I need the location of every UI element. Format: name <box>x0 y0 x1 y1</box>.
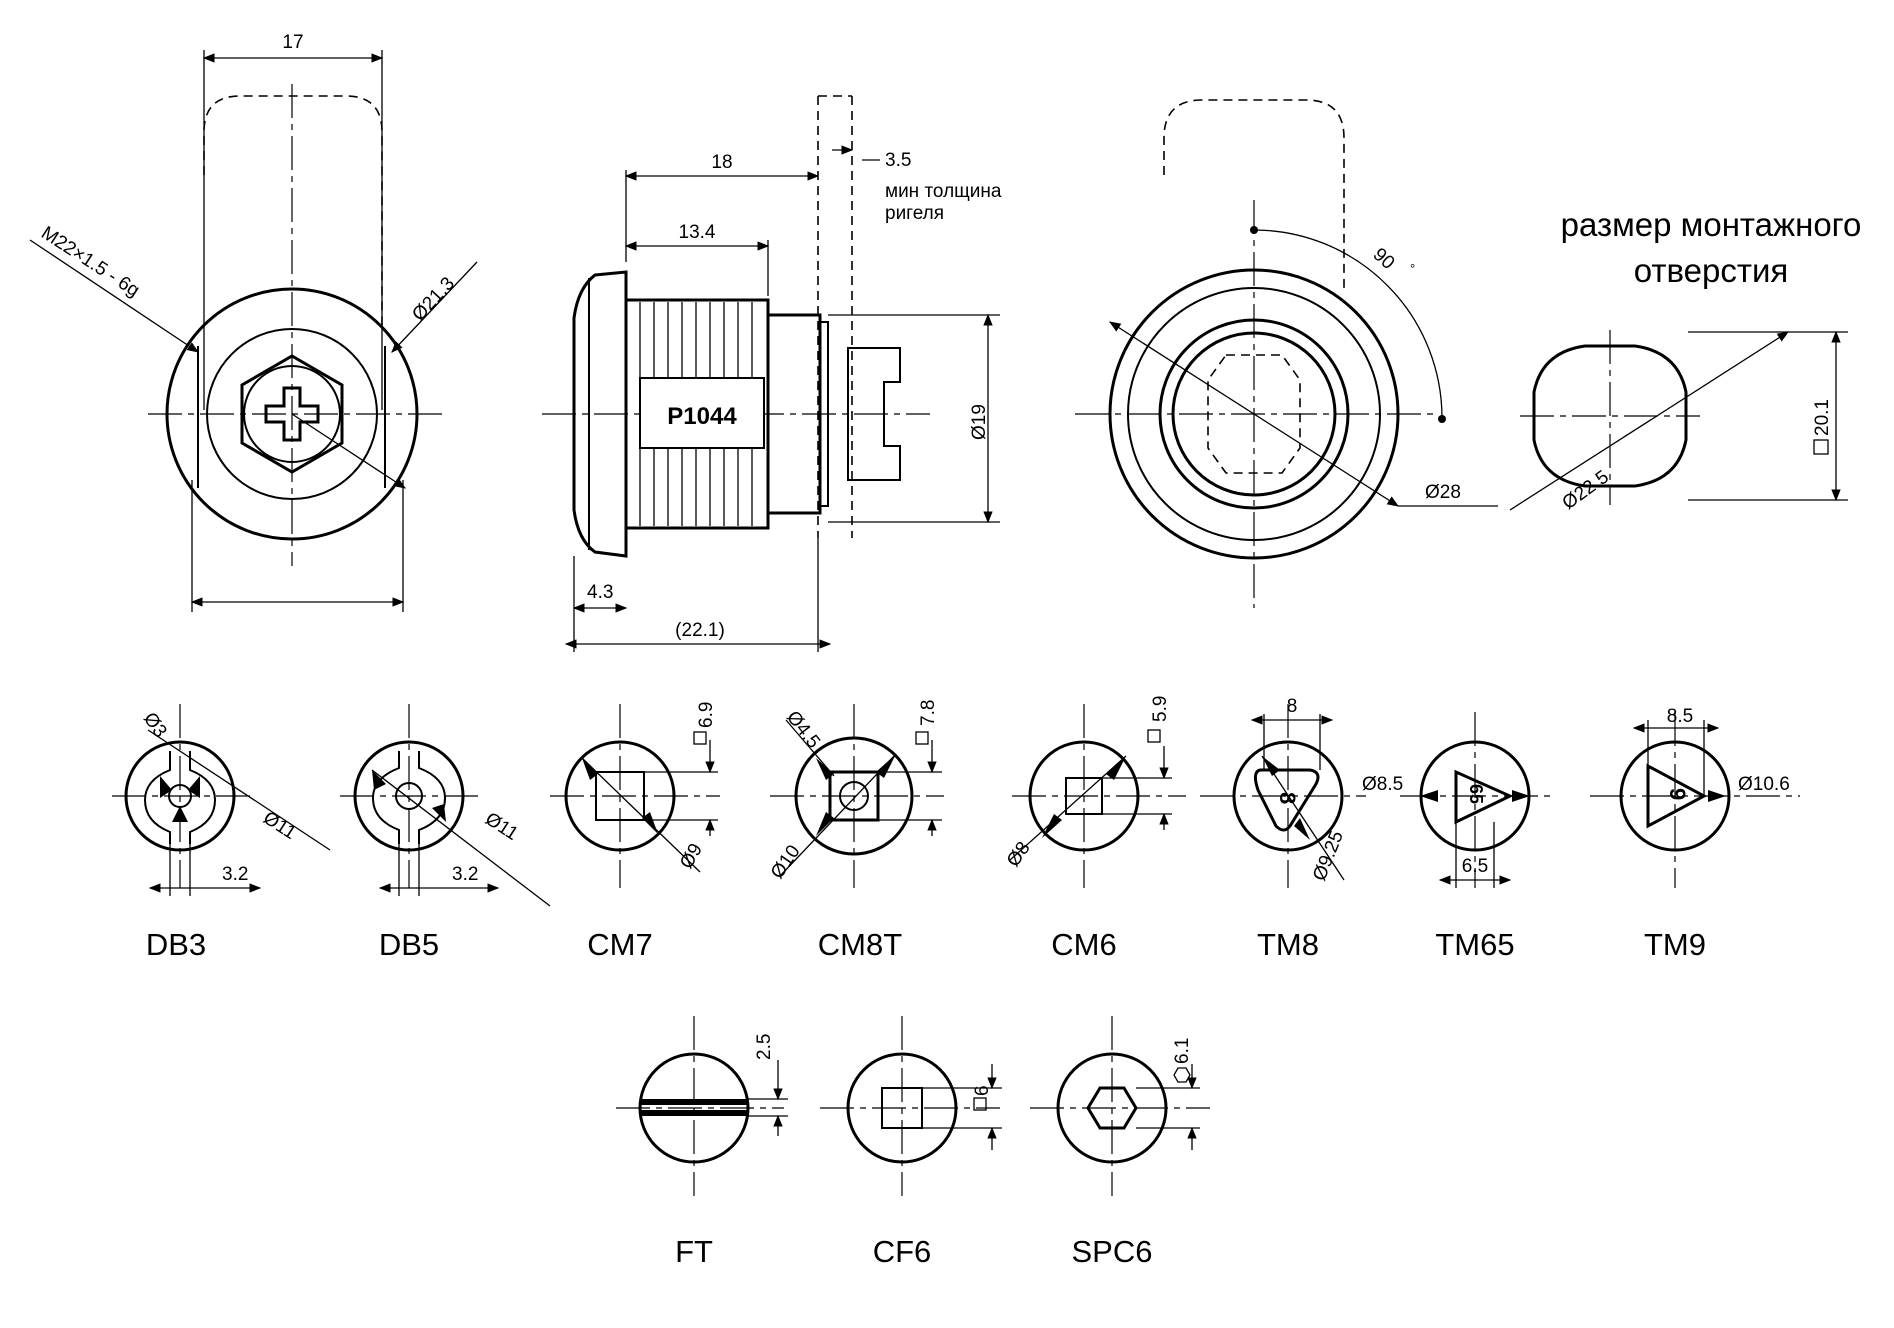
key-ft: 2.5 FT <box>616 1016 788 1269</box>
key-db3: Ø3 Ø11 3.2 DB3 <box>112 704 331 962</box>
label-db3: DB3 <box>146 927 206 962</box>
label-cm7: CM7 <box>587 927 652 962</box>
tm8-mark: 8 <box>1275 792 1300 804</box>
degree-mark: ° <box>1410 261 1415 276</box>
front-outer-circle <box>165 287 419 541</box>
flange <box>572 270 628 558</box>
dim-18-text: 18 <box>711 152 732 173</box>
label-ft: FT <box>675 1234 713 1269</box>
label-tm9: TM9 <box>1644 927 1706 962</box>
mounting-title-1: размер монтажного <box>1561 206 1862 243</box>
cm6-sq: 5.9 <box>1150 696 1171 722</box>
tm8-top: 8 <box>1287 696 1298 717</box>
cam-outline-hidden <box>203 95 383 330</box>
tm65-d: Ø8.5 <box>1362 774 1403 795</box>
label-cm6: CM6 <box>1051 927 1116 962</box>
front-view: 17 M22×1.5 - 6g Ø21.3 <box>29 32 478 612</box>
tm9-d: Ø10.6 <box>1738 774 1790 795</box>
front-bezel-circle <box>206 328 378 500</box>
db3-w: 3.2 <box>222 864 248 885</box>
key-tm9: 9 Ø10.6 8.5 TM9 <box>1590 706 1800 962</box>
label-tm8: TM8 <box>1257 927 1319 962</box>
dim-dia28 <box>1109 321 1399 507</box>
sq20-text: 20.1 <box>1812 399 1833 436</box>
key-cm7: Ø9 6.9 CM7 <box>550 702 720 962</box>
side-view: P1044 3.5 мин толщина ригеля 18 13.4 Ø19… <box>542 95 1002 652</box>
rear-view: 90 ° Ø28 <box>1075 99 1498 608</box>
db5-d2: Ø11 <box>481 809 521 845</box>
dia28-text: Ø28 <box>1425 482 1461 503</box>
cm8t-sq: 7.8 <box>918 700 939 726</box>
thread-leader <box>29 239 199 353</box>
db3-d1: Ø3 <box>139 709 171 742</box>
spc6-hex: 6.1 <box>1172 1038 1193 1064</box>
mounting-hole-shape <box>1532 344 1688 488</box>
cf6-sq: 6 <box>972 1085 993 1096</box>
tm9-mark: 9 <box>1665 788 1690 800</box>
hex-icon <box>1086 1086 1138 1130</box>
db3-d2: Ø11 <box>259 808 299 844</box>
note-line1: мин толщина <box>885 181 1002 202</box>
key-spc6: 6.1 SPC6 <box>1030 1016 1210 1269</box>
dim-13-4-text: 13.4 <box>679 222 716 243</box>
cm7-d: Ø9 <box>676 840 707 872</box>
tm65-bot: 6.5 <box>1462 856 1488 877</box>
ft-w: 2.5 <box>754 1034 775 1060</box>
angle-text: 90 <box>1369 244 1399 274</box>
note-line2: ригеля <box>885 203 944 224</box>
key-tm8: 8 Ø9.25 8 TM8 <box>1200 696 1366 962</box>
db5-w: 3.2 <box>452 864 478 885</box>
label-tm65: TM65 <box>1435 927 1514 962</box>
screw-circle <box>243 365 341 463</box>
mounting-hole: размер монтажного отверстия 20.1 Ø22.5 <box>1509 206 1862 514</box>
label-cf6: CF6 <box>873 1234 932 1269</box>
key-db5: Ø11 3.2 DB5 <box>340 704 551 962</box>
body-mark: P1044 <box>667 403 737 430</box>
label-db5: DB5 <box>379 927 439 962</box>
label-cm8t: CM8T <box>818 927 902 962</box>
cm7-sq: 6.9 <box>696 702 717 728</box>
rear-cam-hidden <box>1163 99 1345 290</box>
label-spc6: SPC6 <box>1072 1234 1153 1269</box>
dia21-leader <box>391 261 478 353</box>
body-label-plate <box>639 377 765 449</box>
min-thick-dim: 3.5 <box>885 150 911 171</box>
key-tm65: 65 Ø8.5 6.5 TM65 <box>1362 712 1550 962</box>
thread-text: M22×1.5 - 6g <box>37 223 143 302</box>
dim-17-text: 17 <box>282 32 303 53</box>
cam-stub <box>847 347 901 481</box>
dia21-text: Ø21.3 <box>408 273 459 325</box>
cm8t-d: Ø10 <box>767 841 805 882</box>
key-cf6: 6 CF6 <box>820 1016 1002 1269</box>
thread-flats <box>197 346 386 488</box>
phillips-icon <box>264 386 320 442</box>
dia19-text: Ø19 <box>969 404 990 440</box>
key-cm8t: Ø4.5 Ø10 7.8 CM8T <box>767 700 944 962</box>
key-cm6: Ø8 5.9 CM6 <box>1003 696 1186 962</box>
tm9-top: 8.5 <box>1667 706 1693 727</box>
mounting-title-2: отверстия <box>1634 252 1789 289</box>
total-text: (22.1) <box>675 620 725 641</box>
cm8t-d1: Ø4.5 <box>782 707 824 752</box>
tm65-mark: 65 <box>1466 784 1486 804</box>
flange-text: 4.3 <box>587 582 613 603</box>
hex-head <box>240 354 344 474</box>
